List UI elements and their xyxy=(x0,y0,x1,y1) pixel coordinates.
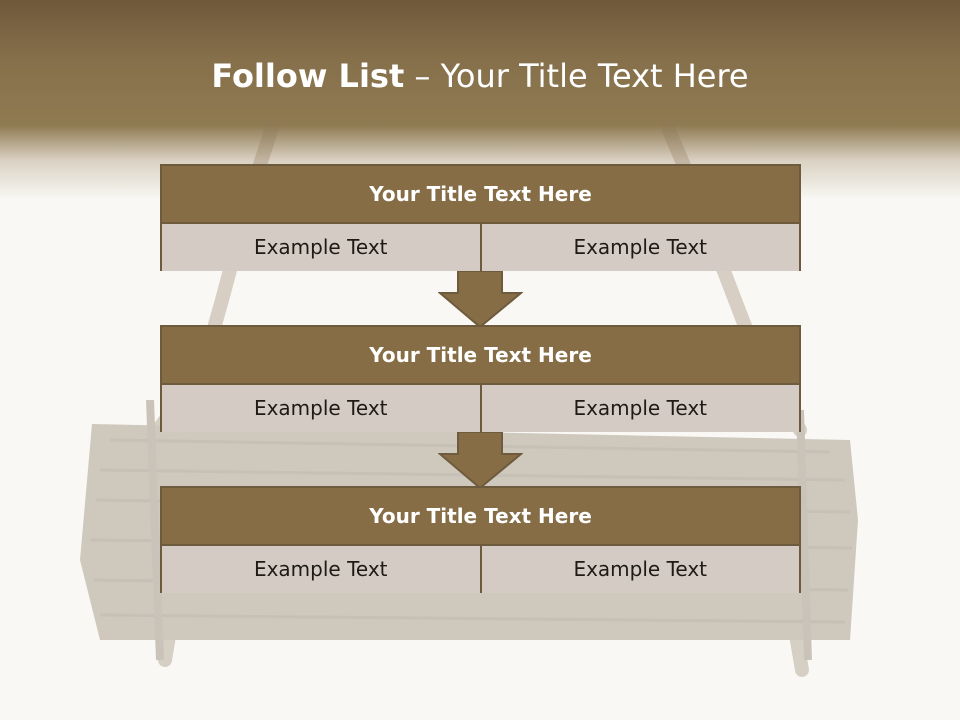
step-box-1: Your Title Text Here Example Text Exampl… xyxy=(160,164,801,271)
step-cell-right: Example Text xyxy=(479,224,799,271)
step-title: Your Title Text Here xyxy=(162,327,799,385)
step-cell-left: Example Text xyxy=(162,224,480,271)
title-bold: Follow List xyxy=(211,57,405,95)
step-box-3: Your Title Text Here Example Text Exampl… xyxy=(160,486,801,593)
down-arrow-icon xyxy=(438,271,523,329)
step-cell-left: Example Text xyxy=(162,385,480,432)
step-cell-right: Example Text xyxy=(479,546,799,593)
title-rest: – Your Title Text Here xyxy=(404,57,749,95)
slide-title: Follow List – Your Title Text Here xyxy=(0,52,960,100)
step-title: Your Title Text Here xyxy=(162,166,799,224)
step-cell-left: Example Text xyxy=(162,546,480,593)
step-box-2: Your Title Text Here Example Text Exampl… xyxy=(160,325,801,432)
step-title: Your Title Text Here xyxy=(162,488,799,546)
step-cell-right: Example Text xyxy=(479,385,799,432)
down-arrow-icon xyxy=(438,432,523,490)
